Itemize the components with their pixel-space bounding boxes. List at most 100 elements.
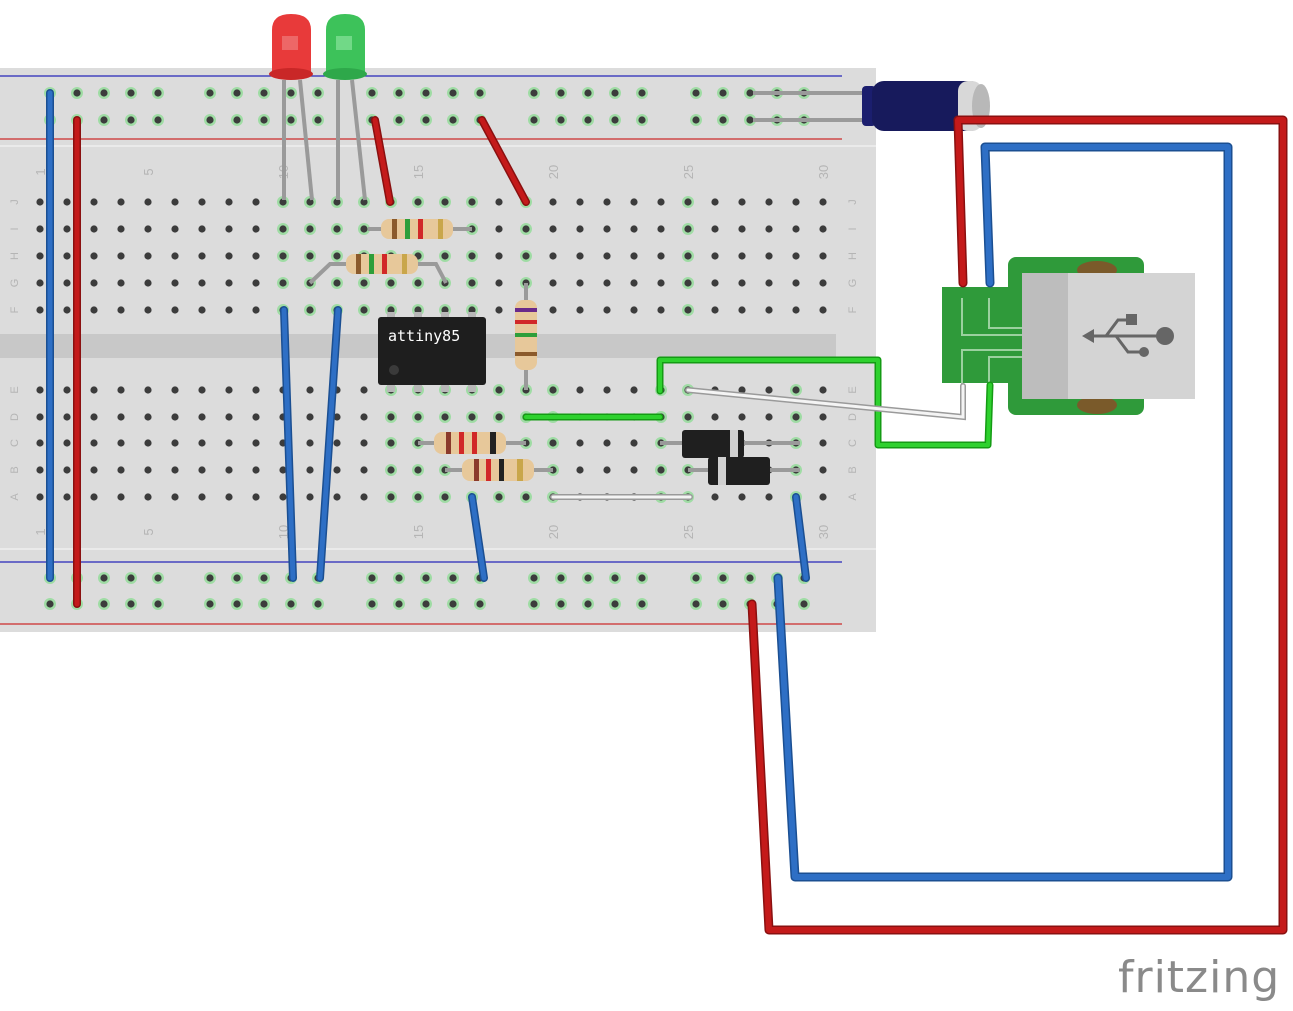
breadboard-hole <box>36 198 44 206</box>
breadboard-hole <box>171 413 179 421</box>
breadboard-hole <box>603 225 611 233</box>
breadboard-hole <box>368 600 376 608</box>
breadboard-hole <box>225 466 233 474</box>
breadboard-hole <box>287 89 295 97</box>
breadboard-hole <box>198 225 206 233</box>
breadboard-hole <box>144 466 152 474</box>
breadboard-hole <box>746 116 754 124</box>
breadboard-hole <box>36 413 44 421</box>
breadboard-hole <box>765 493 773 501</box>
column-number-top: 15 <box>411 165 426 179</box>
breadboard-hole <box>117 439 125 447</box>
breadboard-hole <box>711 198 719 206</box>
red-wire <box>73 115 1288 935</box>
breadboard-hole <box>90 466 98 474</box>
breadboard-hole <box>306 252 314 260</box>
breadboard-hole <box>360 466 368 474</box>
row-letter-right: B <box>847 466 859 473</box>
row-letter-left: I <box>9 227 21 230</box>
breadboard-hole <box>792 198 800 206</box>
column-number-bottom: 5 <box>141 528 156 535</box>
breadboard-hole <box>765 413 773 421</box>
breadboard-hole <box>100 600 108 608</box>
breadboard-hole <box>117 493 125 501</box>
breadboard-hole <box>422 116 430 124</box>
breadboard-hole <box>765 279 773 287</box>
breadboard-hole <box>333 198 341 206</box>
column-number-top: 30 <box>816 165 831 179</box>
breadboard-hole <box>495 225 503 233</box>
usb-connector <box>942 257 1195 415</box>
breadboard-hole <box>198 252 206 260</box>
breadboard-hole <box>630 386 638 394</box>
breadboard-hole <box>657 306 665 314</box>
breadboard-hole <box>63 198 71 206</box>
breadboard-hole <box>333 225 341 233</box>
breadboard-hole <box>233 574 241 582</box>
breadboard-hole <box>287 116 295 124</box>
breadboard-hole <box>738 279 746 287</box>
breadboard-hole <box>530 600 538 608</box>
breadboard-hole <box>800 600 808 608</box>
breadboard-hole <box>522 493 530 501</box>
row-letter-right: E <box>847 386 859 393</box>
breadboard-hole <box>638 89 646 97</box>
resistor <box>418 432 526 454</box>
breadboard-hole <box>36 493 44 501</box>
breadboard-hole <box>117 386 125 394</box>
breadboard-hole <box>279 466 287 474</box>
breadboard-hole <box>387 306 395 314</box>
breadboard-hole <box>549 306 557 314</box>
breadboard-hole <box>684 252 692 260</box>
breadboard-hole <box>441 493 449 501</box>
breadboard-hole <box>576 439 584 447</box>
breadboard-hole <box>576 225 584 233</box>
breadboard-hole <box>495 252 503 260</box>
breadboard-hole <box>657 252 665 260</box>
row-letter-left: G <box>9 279 21 288</box>
breadboard-hole <box>154 600 162 608</box>
breadboard-hole <box>549 386 557 394</box>
breadboard-hole <box>171 493 179 501</box>
breadboard-hole <box>306 198 314 206</box>
breadboard-hole <box>476 89 484 97</box>
breadboard-hole <box>252 466 260 474</box>
breadboard-hole <box>719 600 727 608</box>
breadboard-hole <box>144 306 152 314</box>
breadboard-hole <box>603 306 611 314</box>
breadboard-hole <box>630 306 638 314</box>
breadboard-hole <box>557 574 565 582</box>
breadboard-hole <box>414 466 422 474</box>
breadboard-hole <box>252 198 260 206</box>
breadboard-hole <box>819 225 827 233</box>
breadboard-hole <box>819 252 827 260</box>
breadboard-hole <box>414 413 422 421</box>
breadboard-hole <box>225 306 233 314</box>
breadboard-hole <box>279 252 287 260</box>
breadboard-hole <box>530 574 538 582</box>
breadboard-hole <box>657 466 665 474</box>
breadboard-hole <box>198 386 206 394</box>
breadboard-hole <box>441 198 449 206</box>
row-letter-right: D <box>847 413 859 421</box>
breadboard-hole <box>549 225 557 233</box>
breadboard-hole <box>719 89 727 97</box>
breadboard-hole <box>395 574 403 582</box>
breadboard-hole <box>603 198 611 206</box>
breadboard-hole <box>360 439 368 447</box>
white-wire <box>550 383 966 500</box>
breadboard-hole <box>549 198 557 206</box>
breadboard-hole <box>738 225 746 233</box>
breadboard-hole <box>360 386 368 394</box>
breadboard-hole <box>206 89 214 97</box>
breadboard-hole <box>395 600 403 608</box>
breadboard-hole <box>90 386 98 394</box>
row-letter-left: C <box>9 439 21 447</box>
breadboard-hole <box>576 279 584 287</box>
breadboard-hole <box>819 466 827 474</box>
breadboard-hole <box>711 306 719 314</box>
breadboard-hole <box>154 574 162 582</box>
breadboard-hole <box>117 252 125 260</box>
breadboard-hole <box>117 413 125 421</box>
row-letter-left: J <box>9 199 21 205</box>
